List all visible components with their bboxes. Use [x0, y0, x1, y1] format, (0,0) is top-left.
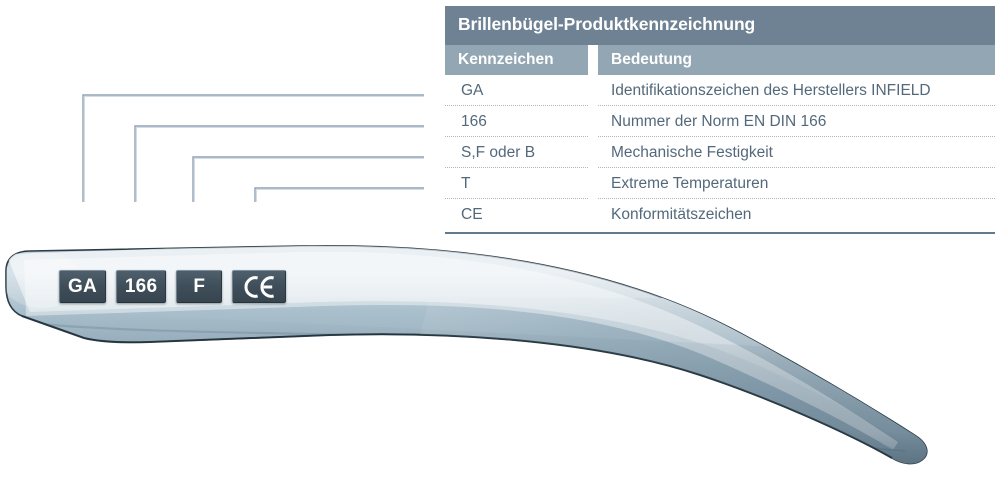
table-row: CE Konformitätszeichen [445, 199, 995, 230]
leader-line-4 [254, 187, 424, 202]
cell-kennzeichen: CE [461, 205, 483, 223]
ce-mark-icon [244, 275, 275, 298]
cell-kennzeichen: GA [445, 75, 588, 106]
cell-gutter [588, 75, 598, 106]
cell-gutter [588, 137, 598, 168]
marking-ga: GA [59, 270, 106, 303]
product-marking-table: Brillenbügel-Produktkennzeichnung Kennze… [445, 6, 995, 234]
column-header-bedeutung: Bedeutung [598, 45, 995, 75]
table-row: 166 Nummer der Norm EN DIN 166 [445, 106, 995, 137]
temple-underside-contour [21, 315, 893, 459]
column-gutter [588, 45, 598, 75]
cell-bedeutung: Extreme Temperaturen [598, 168, 995, 199]
table-header-row: Kennzeichen Bedeutung [445, 45, 995, 75]
cell-gutter [588, 168, 598, 199]
table-title: Brillenbügel-Produktkennzeichnung [445, 6, 995, 45]
column-header-kennzeichen: Kennzeichen [445, 45, 588, 75]
marking-boxes: GA 166 F [59, 270, 287, 303]
marking-f: F [176, 270, 223, 303]
leader-line-1 [82, 94, 424, 202]
cell-bedeutung: Konformitätszeichen [611, 205, 752, 223]
cell-kennzeichen: S,F oder B [445, 137, 588, 168]
cell-bedeutung: Nummer der Norm EN DIN 166 [598, 106, 995, 137]
cell-kennzeichen: 166 [445, 106, 588, 137]
table-row: T Extreme Temperaturen [445, 168, 995, 199]
temple-bottom-shade [6, 308, 927, 464]
leader-line-2 [134, 125, 424, 202]
table-body: GA Identifikationszeichen des Hersteller… [445, 75, 995, 230]
marking-f-label: F [193, 275, 206, 297]
cell-bedeutung: Mechanische Festigkeit [598, 137, 995, 168]
cell-kennzeichen: T [445, 168, 588, 199]
cell-gutter [588, 106, 598, 137]
leader-line-3 [192, 156, 424, 202]
table-bottom-rule [445, 232, 995, 234]
table-row: S,F oder B Mechanische Festigkeit [445, 137, 995, 168]
marking-ga-label: GA [68, 275, 97, 297]
cell-bedeutung: Identifikationszeichen des Herstellers I… [598, 75, 995, 106]
marking-ce [232, 270, 287, 303]
cell-gutter [588, 199, 598, 230]
marking-166: 166 [115, 270, 167, 303]
table-row: GA Identifikationszeichen des Hersteller… [445, 75, 995, 106]
marking-166-label: 166 [124, 275, 158, 297]
